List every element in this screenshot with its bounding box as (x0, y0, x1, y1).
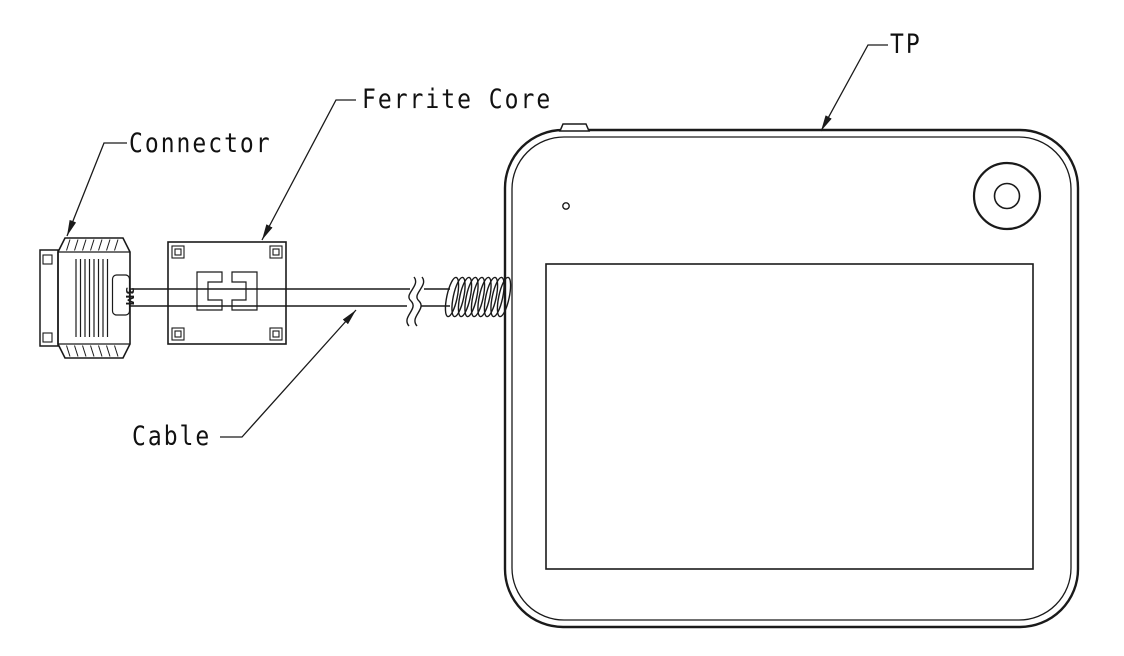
cable-drawing (130, 276, 512, 327)
connector-latch-bottom (42, 332, 53, 343)
ferrite-body (167, 241, 287, 345)
connector-label: Connector (129, 128, 272, 159)
ferrite-leader-line (261, 99, 356, 241)
cable-coil (444, 276, 512, 318)
connector-top-hatch (66, 239, 119, 251)
connector-badge (111, 274, 131, 316)
connector-bottom-hatch (66, 345, 119, 357)
tp-led-dot (562, 202, 570, 210)
tp-label: TP (890, 29, 922, 60)
tp-camera-inner-circle (993, 182, 1021, 210)
ferrite-center-clips (196, 271, 258, 311)
ferrite-core-drawing (167, 241, 287, 345)
leader-lines (66, 44, 888, 438)
ferrite-core-label: Ferrite Core (362, 84, 553, 115)
cable-label: Cable (132, 421, 212, 452)
tp-screen (545, 263, 1034, 570)
tp-camera-outer-circle (972, 161, 1042, 231)
connector-latch-top (42, 254, 53, 265)
tp-device-drawing (503, 123, 1080, 629)
tp-top-button (558, 123, 591, 132)
connector-leader-line (66, 142, 127, 237)
tp-outer-body (503, 128, 1080, 629)
tp-inner-body (511, 136, 1072, 621)
cable-break-curve (414, 276, 425, 327)
tp-leader-line (820, 44, 888, 132)
connector-grip-ridges (75, 259, 109, 337)
connector-drawing: 3M (39, 237, 136, 359)
connector-marking-text: 3M (123, 287, 136, 306)
cable-break-curve (406, 276, 417, 327)
ferrite-corner-latches (171, 245, 283, 341)
cable-leader-line (220, 309, 357, 438)
